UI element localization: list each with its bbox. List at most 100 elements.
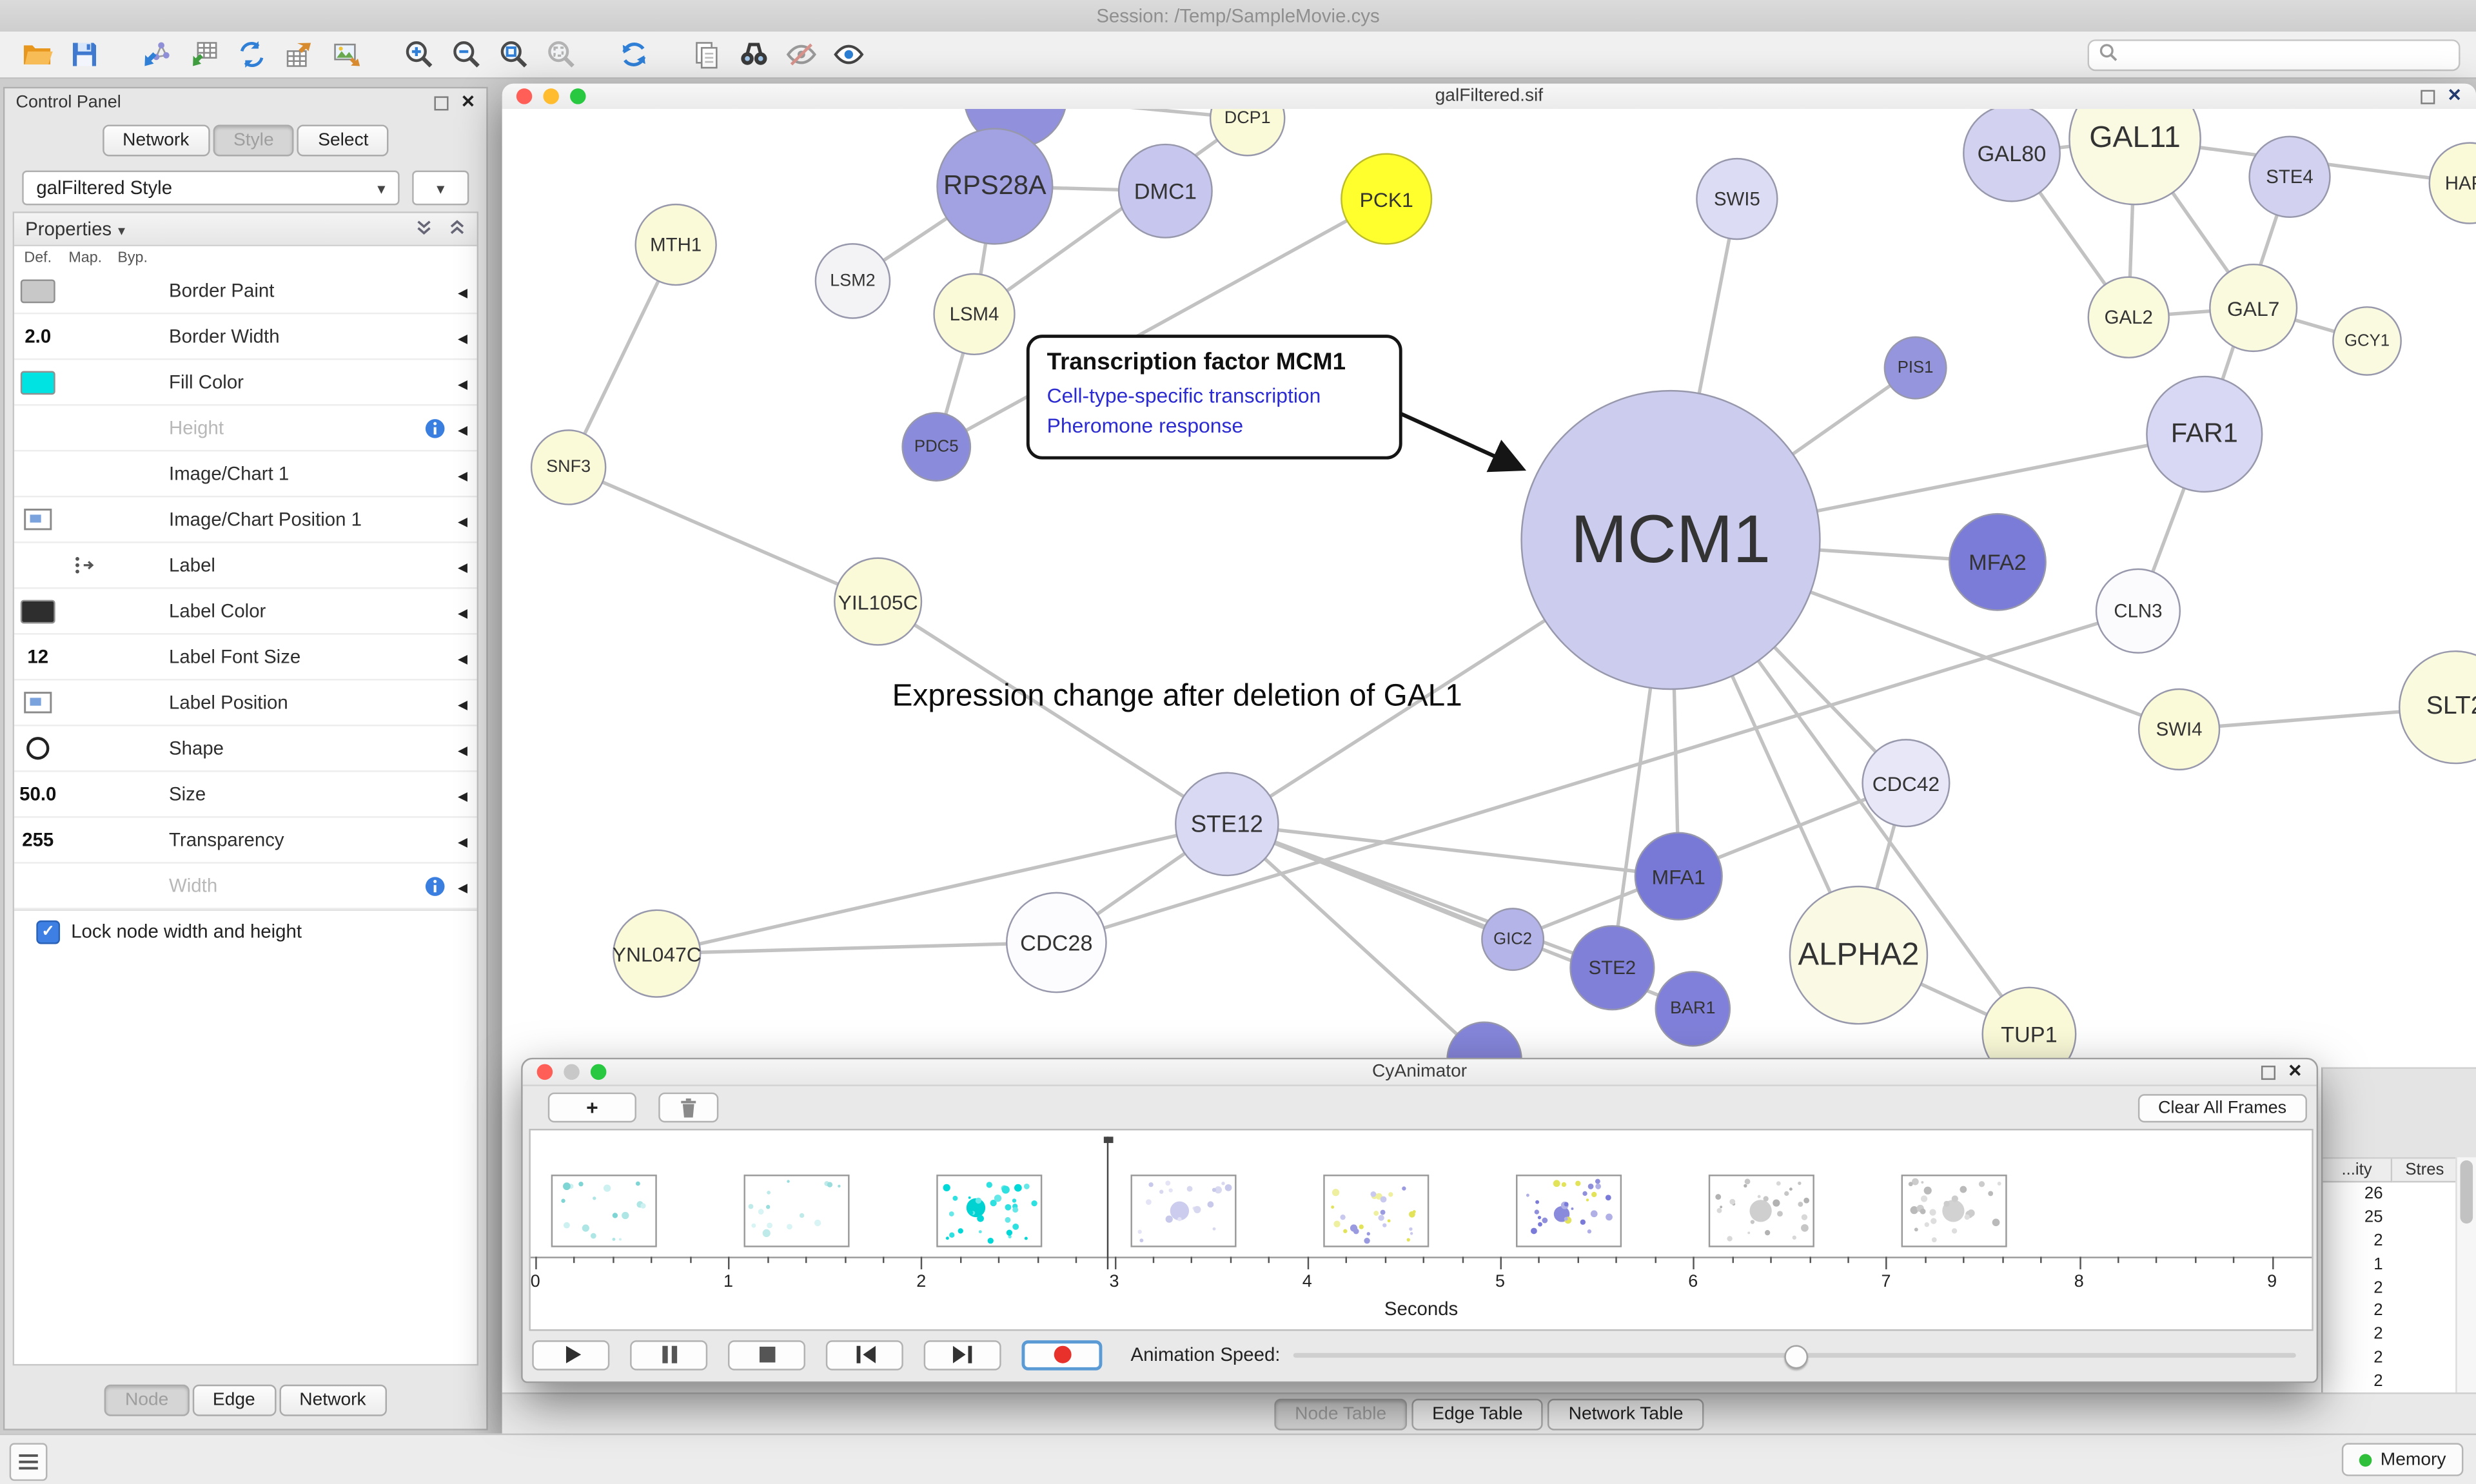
network-edge[interactable] <box>935 197 1388 449</box>
network-node-swi4[interactable]: SWI4 <box>2137 688 2221 771</box>
network-edge[interactable] <box>567 465 879 603</box>
search-input[interactable] <box>2123 43 2450 68</box>
expand-property-icon[interactable] <box>449 646 477 668</box>
network-edge[interactable] <box>877 600 1228 826</box>
annotation-link[interactable]: Pheromone response <box>1046 413 1244 437</box>
network-node-gal7[interactable]: GAL7 <box>2209 263 2298 353</box>
table-row[interactable]: 25 <box>2323 1206 2476 1229</box>
expand-property-icon[interactable] <box>449 554 477 576</box>
property-row-label-color[interactable]: Label Color <box>14 589 477 635</box>
zoom-window-button[interactable] <box>590 1064 607 1080</box>
default-value-cell[interactable] <box>14 736 61 761</box>
table-row[interactable]: 2 <box>2323 1369 2476 1392</box>
network-edge[interactable] <box>1016 108 1248 121</box>
expand-property-icon[interactable] <box>449 875 477 897</box>
property-row-label-position[interactable]: Label Position <box>14 681 477 727</box>
float-view-icon[interactable] <box>2261 1064 2275 1079</box>
stop-button[interactable] <box>727 1339 805 1370</box>
network-node-dmc1[interactable]: DMC1 <box>1117 143 1213 239</box>
playhead[interactable] <box>1103 1137 1113 1269</box>
table-column-header[interactable]: ...ity <box>2323 1158 2393 1183</box>
table-row[interactable]: 2 <box>2323 1229 2476 1253</box>
network-node-lsm2[interactable]: LSM2 <box>814 243 891 319</box>
network-node-gal11[interactable]: GAL11 <box>2068 108 2201 206</box>
expand-property-icon[interactable] <box>449 279 477 301</box>
property-row-image-chart-1[interactable]: Image/Chart 1 <box>14 451 477 498</box>
collapse-all-icon[interactable] <box>449 217 466 241</box>
property-row-image-chart-position-1[interactable]: Image/Chart Position 1 <box>14 497 477 543</box>
style-options-button[interactable] <box>412 170 469 206</box>
zoom-out-icon[interactable] <box>442 34 489 75</box>
network-node-ynl047c[interactable]: YNL047C <box>613 909 702 998</box>
network-edge[interactable] <box>656 941 1057 955</box>
style-selector[interactable]: galFiltered Style <box>22 170 400 206</box>
previous-frame-button[interactable] <box>825 1339 903 1370</box>
default-value-cell[interactable]: 2.0 <box>14 325 61 347</box>
float-view-icon[interactable] <box>2420 89 2435 104</box>
network-edge[interactable] <box>1226 822 1679 878</box>
expand-property-icon[interactable] <box>449 417 477 439</box>
label-color-swatch[interactable] <box>20 599 55 623</box>
tab-network-table[interactable]: Network Table <box>1548 1398 1704 1430</box>
import-table-icon[interactable] <box>180 34 227 75</box>
network-node-yil105c[interactable]: YIL105C <box>834 557 923 646</box>
table-column-header[interactable]: Stres <box>2392 1158 2459 1183</box>
float-panel-icon[interactable] <box>433 95 448 110</box>
property-row-label[interactable]: Label <box>14 543 477 589</box>
table-row[interactable]: 1 <box>2323 1253 2476 1276</box>
copy-icon[interactable] <box>682 34 729 75</box>
table-row[interactable]: 2 <box>2323 1346 2476 1369</box>
network-node-mth1[interactable]: MTH1 <box>634 203 717 286</box>
network-node-ste4[interactable]: STE4 <box>2248 135 2331 218</box>
network-node-swi5[interactable]: SWI5 <box>1696 157 1778 240</box>
add-frame-button[interactable]: + <box>547 1092 636 1123</box>
close-panel-icon[interactable] <box>461 94 476 112</box>
property-row-fill-color[interactable]: Fill Color <box>14 360 477 406</box>
expand-property-icon[interactable] <box>449 737 477 759</box>
frame-thumbnail-2[interactable] <box>937 1175 1043 1247</box>
search-box[interactable] <box>2087 39 2461 72</box>
fill-color-swatch[interactable] <box>20 370 55 395</box>
network-node-cdc42[interactable]: CDC42 <box>1862 739 1950 828</box>
hide-selected-icon[interactable] <box>777 34 824 75</box>
scrollbar-thumb[interactable] <box>2460 1160 2473 1224</box>
frame-thumbnail-6[interactable] <box>1709 1175 1815 1247</box>
pause-button[interactable] <box>630 1339 708 1370</box>
expand-property-icon[interactable] <box>449 829 477 851</box>
network-node-bar1[interactable]: BAR1 <box>1655 971 1731 1047</box>
zoom-in-icon[interactable] <box>395 34 442 75</box>
expand-property-icon[interactable] <box>449 325 477 347</box>
border-paint-swatch[interactable] <box>20 278 55 302</box>
tab-edge-table[interactable]: Edge Table <box>1411 1398 1544 1430</box>
lock-size-row[interactable]: Lock node width and height <box>14 909 477 952</box>
border-width-value[interactable]: 2.0 <box>25 325 52 347</box>
annotation-box[interactable]: Transcription factor MCM1 Cell-type-spec… <box>1026 335 1402 459</box>
tab-node[interactable]: Node <box>104 1384 190 1416</box>
export-table-icon[interactable] <box>275 34 322 75</box>
first-neighbors-icon[interactable] <box>729 34 776 75</box>
network-node-snf3[interactable]: SNF3 <box>530 429 607 505</box>
frame-thumbnail-3[interactable] <box>1130 1175 1236 1247</box>
mapping-cell[interactable] <box>62 554 109 576</box>
network-node-gal80[interactable]: GAL80 <box>1963 108 2061 202</box>
minimize-window-button[interactable] <box>564 1064 580 1080</box>
table-scrollbar[interactable] <box>2455 1157 2476 1393</box>
network-edge[interactable] <box>1226 823 1486 1061</box>
refresh-layout-icon[interactable] <box>609 34 656 75</box>
slider-handle[interactable] <box>1784 1345 1809 1369</box>
network-node-ste12[interactable]: STE12 <box>1175 772 1279 877</box>
show-all-icon[interactable] <box>824 34 871 75</box>
network-node-mfa1[interactable]: MFA1 <box>1634 832 1723 921</box>
network-node-cln3[interactable]: CLN3 <box>2095 568 2181 654</box>
network-node-rps28a[interactable]: RPS28A <box>936 128 1054 245</box>
network-node-far1[interactable]: FAR1 <box>2146 375 2263 493</box>
frame-thumbnail-7[interactable] <box>1901 1175 2008 1247</box>
default-value-cell[interactable] <box>14 599 61 623</box>
property-row-width[interactable]: Width <box>14 864 477 910</box>
tab-node-table[interactable]: Node Table <box>1274 1398 1408 1430</box>
network-node-alpha2[interactable]: ALPHA2 <box>1789 885 1929 1025</box>
table-row[interactable]: 2 <box>2323 1323 2476 1346</box>
network-node-ste2[interactable]: STE2 <box>1569 925 1655 1011</box>
